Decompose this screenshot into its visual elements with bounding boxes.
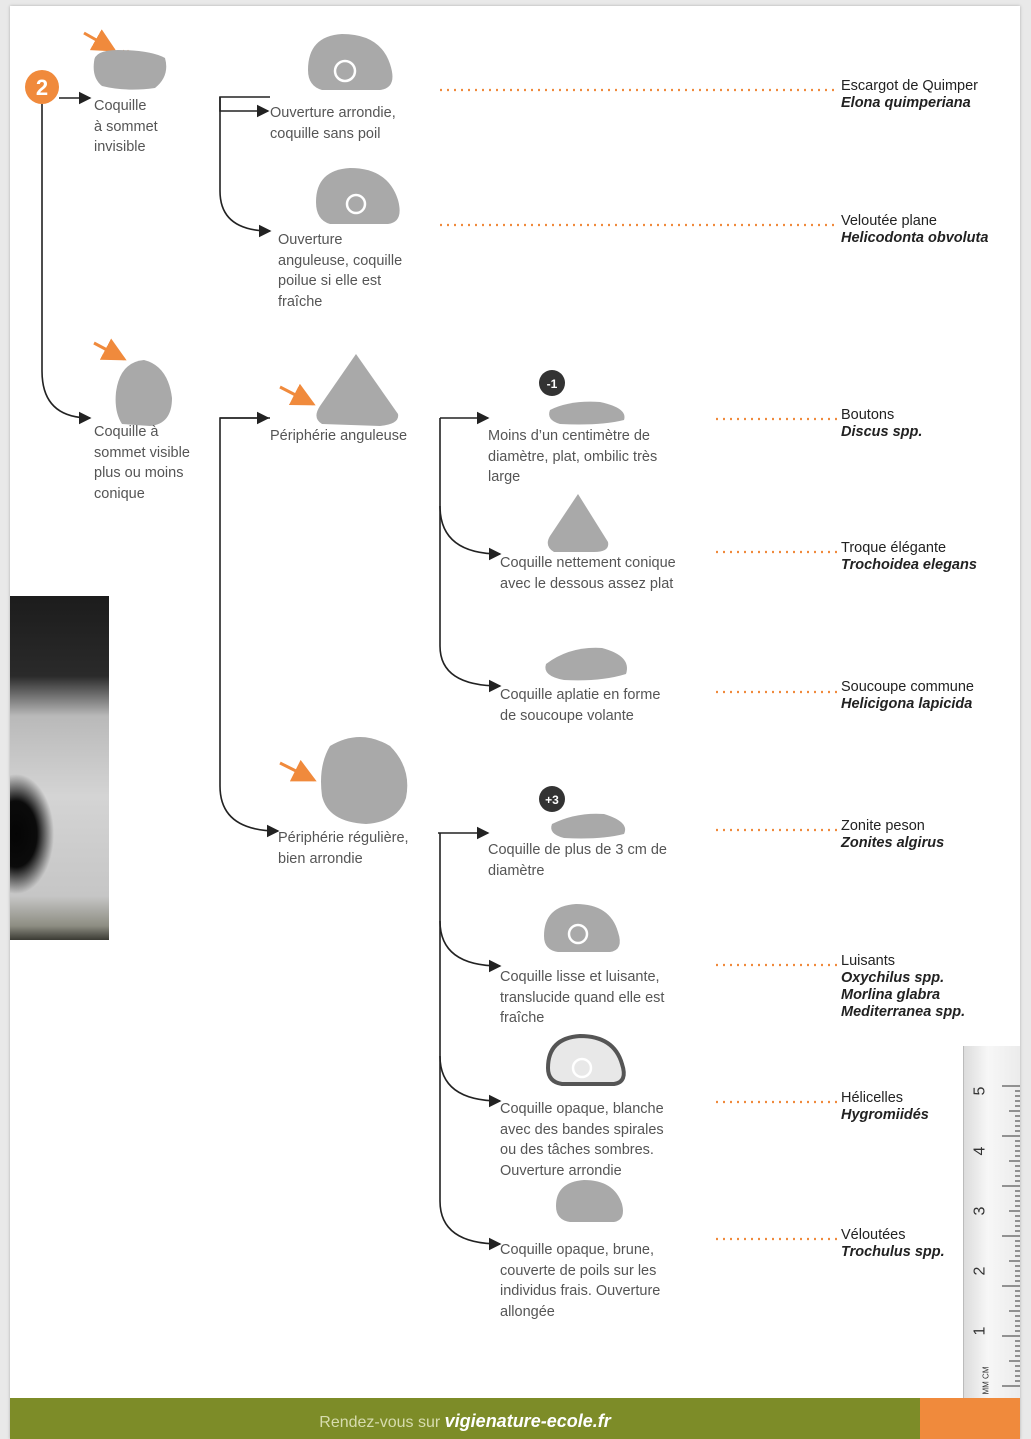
connector-badge-visible: [41, 104, 92, 425]
luisant-whorl: [567, 923, 589, 945]
species-veloutees: Véloutées Trochulus spp.: [841, 1227, 945, 1261]
hairy-whorl: [345, 193, 367, 215]
species-latin-name: Zonites algirus: [841, 835, 945, 851]
species-common-name: Troque élégante: [841, 540, 947, 556]
species-latin-name: Elona quimperiana: [841, 95, 971, 111]
node-peripherie-reguliere: Périphérie régulière, bien arrondie: [278, 830, 409, 867]
ruler-number-3: 3: [971, 1206, 989, 1216]
rounded-shell-icon: [321, 737, 408, 824]
species-common-name: Soucoupe commune: [841, 679, 974, 695]
species-latin-name: Hygromiidés: [841, 1107, 929, 1123]
ruler-number-1: 1: [971, 1326, 989, 1336]
ruler-units: MM CM: [981, 1366, 991, 1395]
size-badge-minus-label: -1: [547, 377, 558, 391]
ruler-number-2: 2: [971, 1266, 989, 1276]
species-veloutee-plane: Veloutée plane Helicodonta obvoluta: [841, 213, 988, 247]
flat-shell-icon: [93, 50, 167, 90]
size-badge-plus-label: +3: [545, 793, 559, 807]
species-latin-name-3: Mediterranea spp.: [841, 1004, 966, 1020]
species-troque: Troque élégante Trochoidea elegans: [841, 540, 977, 574]
species-latin-name: Trochoidea elegans: [841, 557, 977, 573]
pointer-arrow-reguliere: [279, 759, 317, 782]
connector-invisible-arrondie: [219, 96, 272, 238]
ruler-number-5: 5: [971, 1086, 989, 1096]
node-plus-3cm: Coquille de plus de 3 cm de diamètre: [488, 842, 667, 879]
connector-reguliere-brune: [439, 1056, 502, 1251]
key-diagram: 2: [25, 29, 838, 1251]
node-nettement-conique: Coquille nettement conique avec le desso…: [500, 555, 676, 592]
identification-key-page: 2: [10, 6, 1020, 1439]
species-boutons: Boutons Discus spp.: [841, 407, 922, 441]
pointer-arrow-invisible: [83, 29, 117, 52]
node-peripherie-anguleuse: Périphérie anguleuse: [270, 428, 408, 444]
angular-cone-icon: [316, 354, 399, 426]
troque-shell-icon: [547, 494, 609, 552]
zonite-shell-icon: [551, 813, 626, 839]
species-common-name: Hélicelles: [841, 1090, 904, 1106]
species-common-name: Véloutées: [841, 1227, 906, 1243]
species-zonite: Zonite peson Zonites algirus: [841, 818, 944, 852]
node-sommet-visible: Coquille à sommet visible plus ou moins …: [94, 424, 190, 502]
connector-visible-trunk: [219, 417, 280, 838]
connector-invisible-arrondie-top: [219, 97, 270, 118]
discus-shell-icon: [549, 401, 625, 425]
step-badge-label: 2: [36, 75, 48, 100]
pointer-arrow-anguleuse: [279, 383, 316, 406]
connector-anguleuse-aplatie: [439, 506, 502, 693]
node-opaque-blanche: Coquille opaque, blanche avec des bandes…: [500, 1101, 664, 1179]
veloutee-shell-icon: [556, 1180, 623, 1222]
species-common-name: Escargot de Quimper: [841, 78, 979, 94]
node-opaque-brune: Coquille opaque, brune, couverte de poil…: [500, 1242, 661, 1320]
size-badge-minus: [539, 370, 565, 396]
footer-site-link[interactable]: vigienature-ecole.fr: [444, 1411, 611, 1431]
node-aplatie: Coquille aplatie en forme de soucoupe vo…: [500, 687, 661, 724]
species-common-name: Veloutée plane: [841, 213, 937, 229]
node-sommet-invisible: Coquille à sommet invisible: [94, 98, 158, 155]
species-latin-name: Helicodonta obvoluta: [841, 230, 989, 246]
species-latin-name-2: Morlina glabra: [841, 987, 941, 1003]
species-latin-name: Oxychilus spp.: [841, 970, 945, 986]
species-luisants: Luisants Oxychilus spp. Morlina glabra M…: [841, 953, 965, 1021]
footer-text: Rendez-vous sur vigienature-ecole.fr: [10, 1411, 920, 1432]
node-lisse: Coquille lisse et luisante, translucide …: [500, 969, 665, 1026]
species-helicelles: Hélicelles Hygromiidés: [841, 1090, 929, 1124]
node-moins-1cm: Moins d’un centimètre de diamètre, plat,…: [488, 428, 658, 485]
footer-banner: Rendez-vous sur vigienature-ecole.fr: [10, 1398, 1020, 1439]
conical-shell-icon: [115, 360, 172, 426]
species-latin-name: Trochulus spp.: [841, 1244, 945, 1260]
node-ouverture-arrondie: Ouverture arrondie, coquille sans poil: [270, 105, 396, 142]
pointer-arrow-visible: [93, 338, 127, 361]
footer-prefix: Rendez-vous sur: [319, 1414, 441, 1431]
ruler-ticks: [1002, 1085, 1020, 1387]
banded-whorl: [571, 1057, 593, 1079]
species-latin-name: Discus spp.: [841, 424, 923, 440]
species-quimper: Escargot de Quimper Elona quimperiana: [841, 78, 978, 112]
measuring-ruler: 1 2 3 4 5 MM CM: [963, 1046, 1020, 1398]
node-ouverture-anguleuse: Ouverture anguleuse, coquille poilue si …: [278, 232, 403, 310]
species-common-name: Zonite peson: [841, 818, 925, 834]
species-soucoupe: Soucoupe commune Helicigona lapicida: [841, 679, 974, 713]
soucoupe-shell-icon: [545, 647, 627, 681]
size-badge-plus: [539, 786, 565, 812]
luisant-shell-icon: [544, 904, 620, 952]
species-latin-name: Helicigona lapicida: [841, 696, 973, 712]
species-common-name: Boutons: [841, 407, 895, 423]
footer-accent-block: [920, 1398, 1020, 1439]
step-badge: [25, 70, 59, 104]
snail-photo-crop: [10, 596, 109, 940]
spiral-whorl: [333, 59, 357, 83]
ruler-number-4: 4: [971, 1146, 989, 1156]
species-common-name: Luisants: [841, 953, 896, 969]
